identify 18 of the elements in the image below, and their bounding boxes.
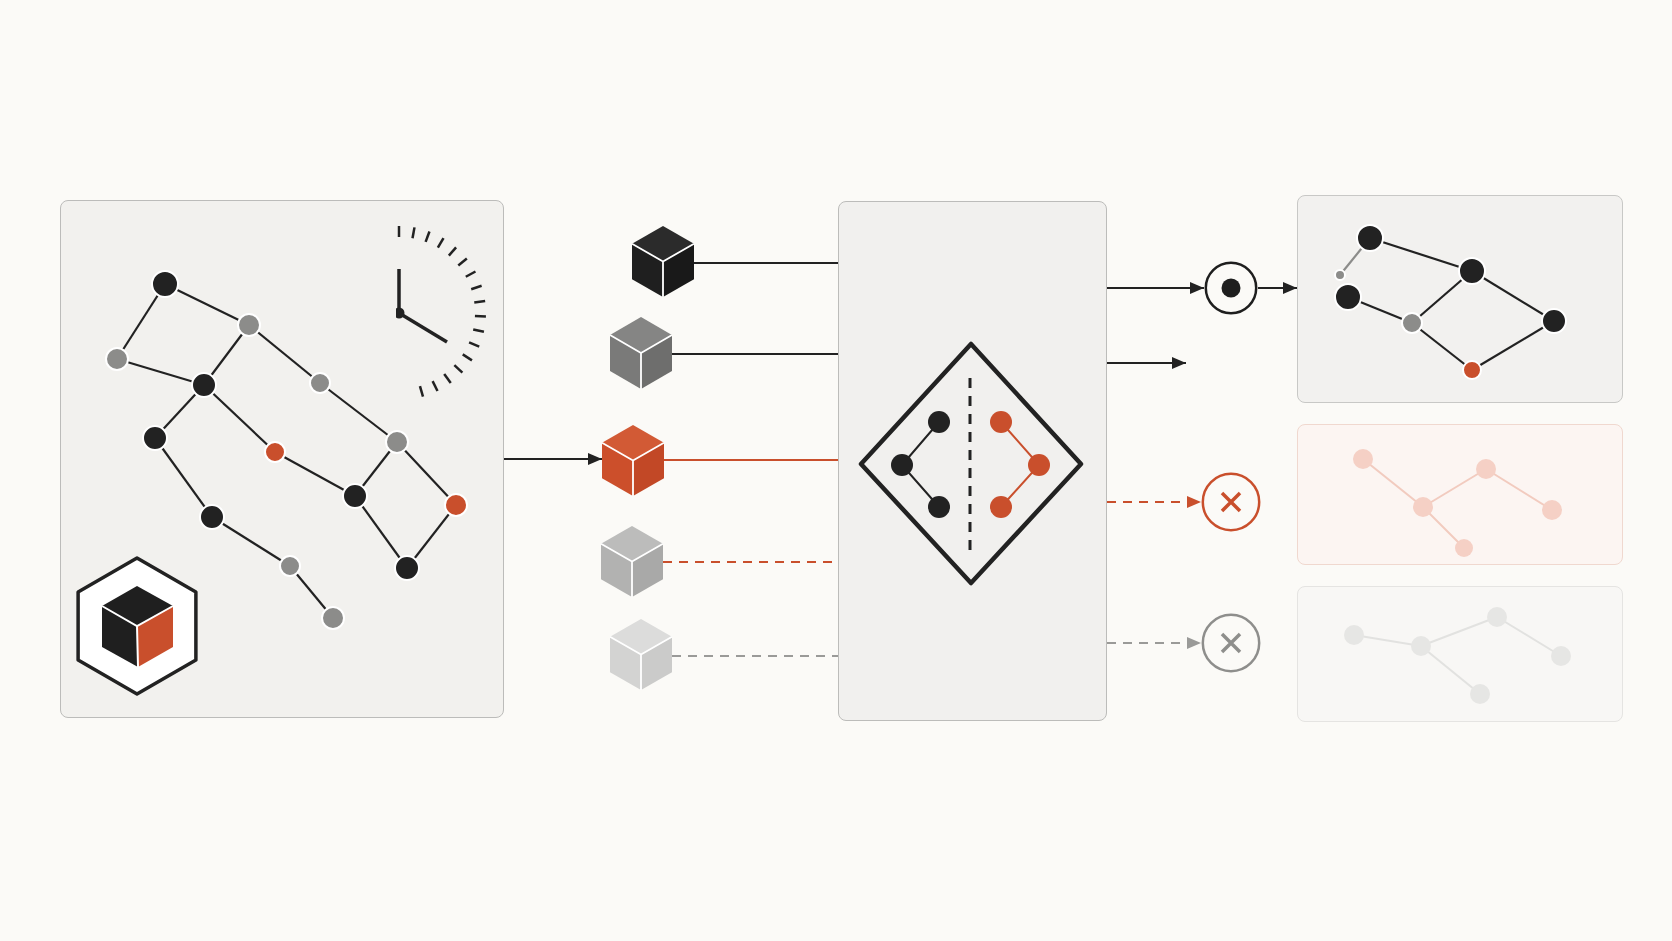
target-icon (1204, 261, 1258, 315)
arrow (1258, 282, 1297, 294)
arrow (504, 453, 602, 465)
connector-line (664, 458, 838, 462)
cube-icon (632, 226, 694, 297)
arrow (1107, 357, 1186, 369)
cube-icon (610, 317, 672, 389)
arrow (1107, 282, 1204, 294)
cube-icon (610, 619, 672, 690)
cube-icon (602, 425, 664, 496)
arrow (1107, 496, 1201, 508)
arrow (1107, 637, 1201, 649)
connector-line (672, 654, 838, 658)
x-circle-icon (1201, 472, 1261, 532)
connector-line (694, 261, 838, 265)
connector-line (672, 352, 838, 356)
x-circle-icon (1201, 613, 1261, 673)
cube-icon (601, 526, 663, 597)
